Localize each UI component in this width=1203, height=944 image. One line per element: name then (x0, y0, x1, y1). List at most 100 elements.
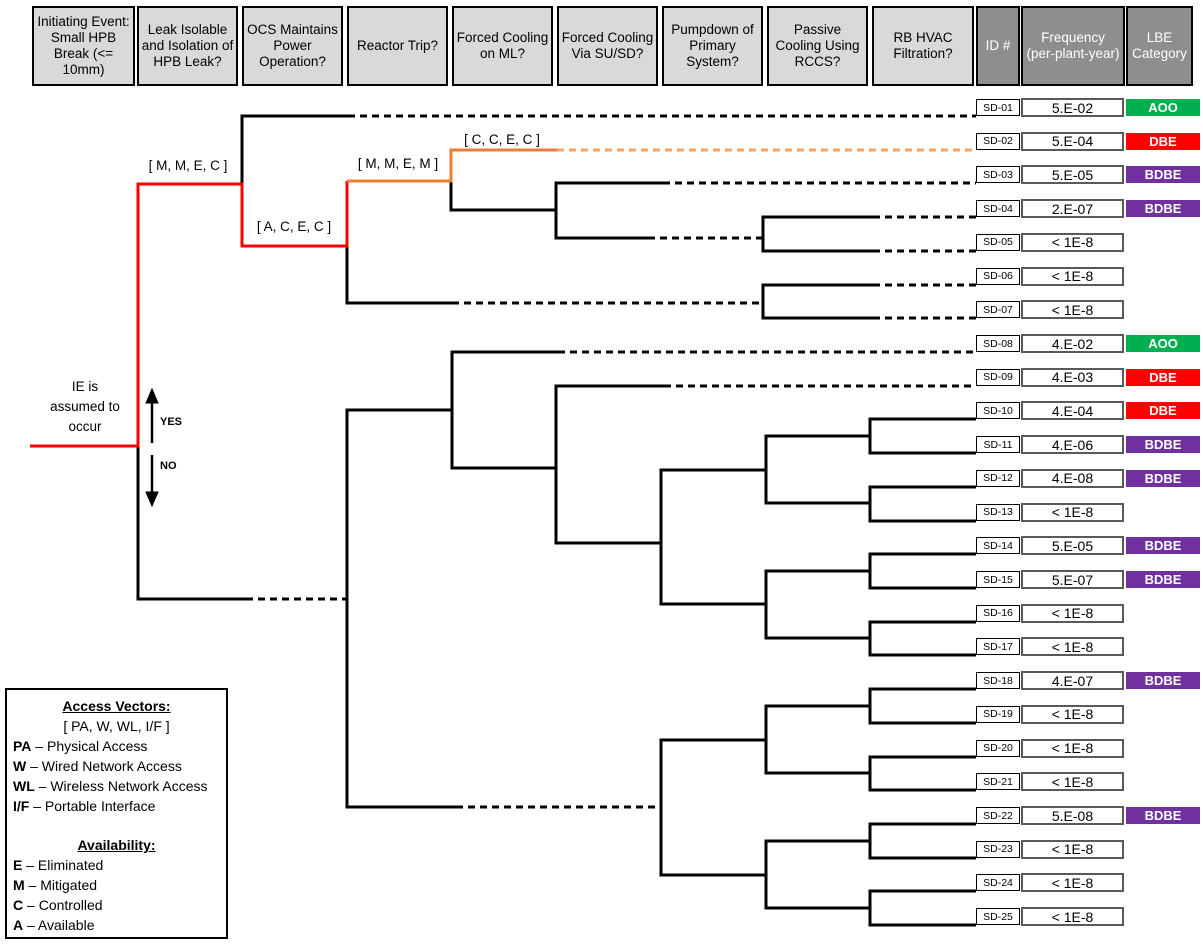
column-header-forced-cooling-ml: Forced Cooling on ML? (452, 6, 553, 86)
end-state-id: SD-04 (976, 200, 1020, 218)
end-state-id: SD-14 (976, 537, 1020, 555)
end-state-frequency: < 1E-8 (1021, 738, 1124, 758)
end-state-frequency: < 1E-8 (1021, 637, 1124, 657)
yes-no-arrow (145, 387, 159, 508)
branch-label-forced-cooling-ml-yes: [ C, C, E, C ] (464, 132, 540, 147)
legend-item-desc: Eliminated (37, 857, 104, 873)
legend-access-vector: [ PA, W, WL, I/F ] (63, 718, 170, 734)
end-state-frequency: 4.E-03 (1021, 367, 1124, 387)
lbe-category-badge: BDBE (1126, 436, 1200, 454)
attack-path-red (30, 181, 349, 448)
legend-item-code: E (13, 857, 23, 873)
lbe-category-badge: DBE (1126, 402, 1200, 420)
legend-item: I/F – Portable Interface (13, 798, 156, 814)
end-state-frequency: < 1E-8 (1021, 907, 1124, 927)
legend-item: W – Wired Network Access (13, 758, 182, 774)
initiating-event-note-line: IE is (71, 379, 99, 394)
legend-access-items: PA – Physical Access W – Wired Network Ac… (7, 736, 226, 816)
lbe-category-badge: AOO (1126, 335, 1200, 352)
legend-item-desc: Wired Network Access (41, 758, 182, 774)
lbe-category-badge: AOO (1126, 99, 1200, 116)
end-state-frequency: < 1E-8 (1021, 502, 1124, 522)
end-state-id: SD-25 (976, 908, 1020, 926)
yes-branch-label: YES (160, 416, 183, 428)
legend-item: C – Controlled (13, 897, 103, 913)
end-state-frequency: < 1E-8 (1021, 300, 1124, 320)
legend-item-code: PA (13, 738, 32, 754)
end-state-id: SD-16 (976, 604, 1020, 622)
lbe-category-badge: BDBE (1126, 672, 1200, 690)
end-state-id: SD-19 (976, 705, 1020, 723)
legend-item-desc: Physical Access (47, 738, 148, 754)
end-state-id: SD-01 (976, 99, 1020, 116)
end-state-frequency: 4.E-08 (1021, 468, 1124, 488)
end-state-frequency: 5.E-04 (1021, 131, 1124, 151)
end-state-id: SD-24 (976, 874, 1020, 892)
initiating-event-note: IE is assumed to occur (33, 377, 137, 437)
end-state-frequency: 4.E-07 (1021, 671, 1124, 691)
column-header-forced-cooling-susd: Forced Cooling Via SU/SD? (557, 6, 658, 86)
column-header-pumpdown: Pumpdown of Primary System? (662, 6, 763, 86)
end-state-frequency: 4.E-02 (1021, 334, 1124, 353)
legend-item: M – Mitigated (13, 877, 98, 893)
column-header-initiating-event: Initiating Event: Small HPB Break (<= 10… (32, 6, 135, 86)
end-state-frequency: < 1E-8 (1021, 232, 1124, 252)
branch-label-leak-isolable-yes: [ M, M, E, C ] (148, 158, 228, 173)
end-state-id: SD-21 (976, 773, 1020, 791)
no-branch-label: NO (160, 460, 177, 472)
end-state-id: SD-12 (976, 469, 1020, 487)
legend-item-code: C (13, 897, 24, 913)
legend-item-code: WL (13, 778, 35, 794)
end-state-id: SD-13 (976, 503, 1020, 521)
end-state-frequency: 5.E-05 (1021, 165, 1124, 185)
column-header-rb-hvac: RB HVAC Filtration? (872, 6, 974, 86)
end-state-id: SD-23 (976, 840, 1020, 858)
column-header-leak-isolable: Leak Isolable and Isolation of HPB Leak? (137, 6, 238, 86)
end-state-id: SD-17 (976, 638, 1020, 656)
end-state-frequency: < 1E-8 (1021, 873, 1124, 893)
legend-item-desc: Mitigated (40, 877, 98, 893)
legend-availability-items: E – Eliminated M – Mitigated C – Controlle… (7, 855, 226, 935)
column-header-passive-cooling: Passive Cooling Using RCCS? (767, 6, 868, 86)
end-state-id: SD-02 (976, 132, 1020, 150)
end-state-frequency: < 1E-8 (1021, 266, 1124, 286)
column-header-ocs-power: OCS Maintains Power Operation? (242, 6, 343, 86)
legend-box: Access Vectors: [ PA, W, WL, I/F ] PA – … (5, 688, 228, 939)
end-state-frequency: 4.E-06 (1021, 435, 1124, 455)
end-state-id: SD-08 (976, 335, 1020, 352)
legend-item-code: A (13, 917, 24, 933)
legend-item-desc: Available (37, 917, 95, 933)
end-state-id: SD-06 (976, 267, 1020, 285)
end-state-id: SD-07 (976, 301, 1020, 319)
legend-availability-title: Availability: (77, 837, 156, 853)
tree-branches-black-dashed (246, 114, 976, 809)
legend-item-desc: Wireless Network Access (50, 778, 208, 794)
end-state-frequency: 2.E-07 (1021, 199, 1124, 219)
legend-item: WL – Wireless Network Access (13, 778, 208, 794)
end-state-id: SD-05 (976, 233, 1020, 251)
attack-path-orange (347, 148, 557, 183)
legend-item: PA – Physical Access (13, 738, 148, 754)
end-state-frequency: < 1E-8 (1021, 772, 1124, 792)
lbe-category-badge: DBE (1126, 132, 1200, 150)
lbe-category-badge: BDBE (1126, 537, 1200, 555)
legend-item: E – Eliminated (13, 857, 104, 873)
initiating-event-note-line: occur (68, 419, 102, 434)
branch-label-reactor-trip-yes: [ M, M, E, M ] (357, 156, 439, 171)
lbe-category-badge: BDBE (1126, 166, 1200, 184)
end-state-id: SD-09 (976, 368, 1020, 386)
lbe-category-badge: BDBE (1126, 807, 1200, 824)
legend-item-desc: Controlled (38, 897, 103, 913)
lbe-category-badge: BDBE (1126, 469, 1200, 487)
branch-label-ocs-no: [ A, C, E, C ] (256, 219, 332, 234)
end-state-frequency: < 1E-8 (1021, 839, 1124, 859)
column-header-id: ID # (976, 6, 1020, 86)
end-state-frequency: 5.E-05 (1021, 536, 1124, 556)
end-state-id: SD-22 (976, 807, 1020, 824)
end-state-id: SD-03 (976, 166, 1020, 184)
column-header-frequency: Frequency (per-plant-year) (1021, 6, 1125, 86)
column-header-reactor-trip: Reactor Trip? (347, 6, 448, 86)
initiating-event-note-line: assumed to (50, 399, 120, 414)
